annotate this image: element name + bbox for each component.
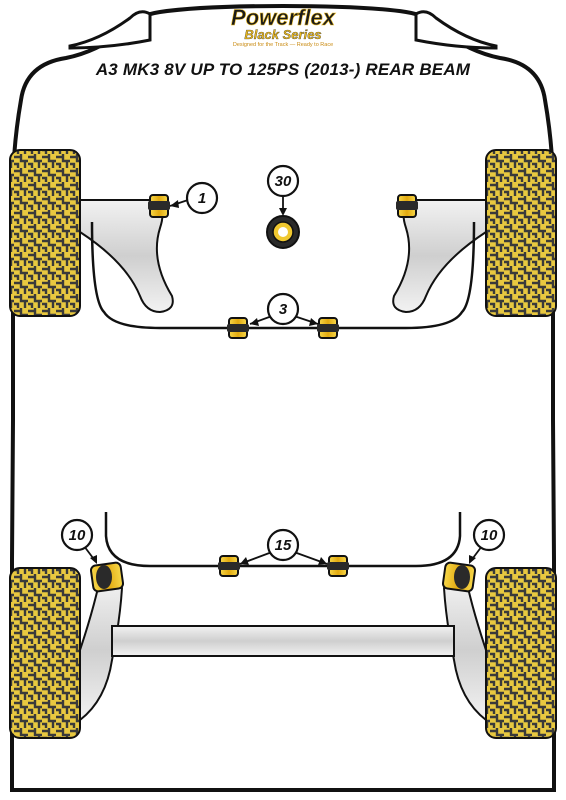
- svg-text:15: 15: [275, 537, 292, 554]
- rear-anti-roll-bar-bush-right: [327, 555, 349, 577]
- svg-text:1: 1: [198, 190, 206, 207]
- front-anti-roll-bar-bush-left: [227, 317, 249, 339]
- rear-torsion-beam: [111, 625, 455, 657]
- front-left-wheel: [9, 149, 81, 317]
- diagram-title: A3 MK3 8V UP TO 125PS (2013-) REAR BEAM: [95, 60, 471, 79]
- front-wishbone-bush-right: [396, 194, 418, 218]
- front-anti-roll-bar: [90, 221, 476, 330]
- leader-arrowheads: [90, 200, 476, 565]
- callout-1: 1: [185, 181, 219, 215]
- callout-3: 3: [266, 292, 300, 326]
- brand-tagline: Designed for the Track — Ready to Race: [232, 42, 334, 48]
- powerflex-logo: Powerflex Black Series Designed for the …: [205, 5, 361, 50]
- front-left-wishbone: [79, 199, 174, 314]
- rear-trailing-arm-bush-right: [441, 561, 477, 593]
- svg-text:10: 10: [481, 527, 498, 544]
- svg-text:3: 3: [279, 301, 288, 318]
- callout-15: 15: [266, 528, 300, 562]
- callout-30: 30: [266, 164, 300, 198]
- brand-series: Black Series: [244, 27, 322, 42]
- svg-text:30: 30: [275, 173, 292, 190]
- front-right-wheel: [485, 149, 557, 317]
- rear-trailing-arm-bush-left: [89, 561, 125, 593]
- front-anti-roll-bar-bush-right: [317, 317, 339, 339]
- svg-text:10: 10: [69, 527, 86, 544]
- windscreen-right: [414, 10, 498, 50]
- front-right-wishbone: [392, 199, 487, 314]
- rear-right-trailing-arm: [442, 578, 487, 723]
- callout-10-right: 10: [472, 518, 506, 552]
- rear-anti-roll-bar: [104, 512, 462, 568]
- rear-anti-roll-bar-bush-left: [218, 555, 240, 577]
- rear-right-wheel: [485, 567, 557, 739]
- callout-10-left: 10: [60, 518, 94, 552]
- rear-left-trailing-arm: [79, 578, 124, 723]
- windscreen-left: [68, 10, 152, 50]
- engine-mount-insert: [266, 215, 300, 249]
- brand-name: Powerflex: [231, 5, 336, 30]
- car-body-outline: [10, 3, 556, 792]
- rear-left-wheel: [9, 567, 81, 739]
- front-wishbone-bush-left: [148, 194, 170, 218]
